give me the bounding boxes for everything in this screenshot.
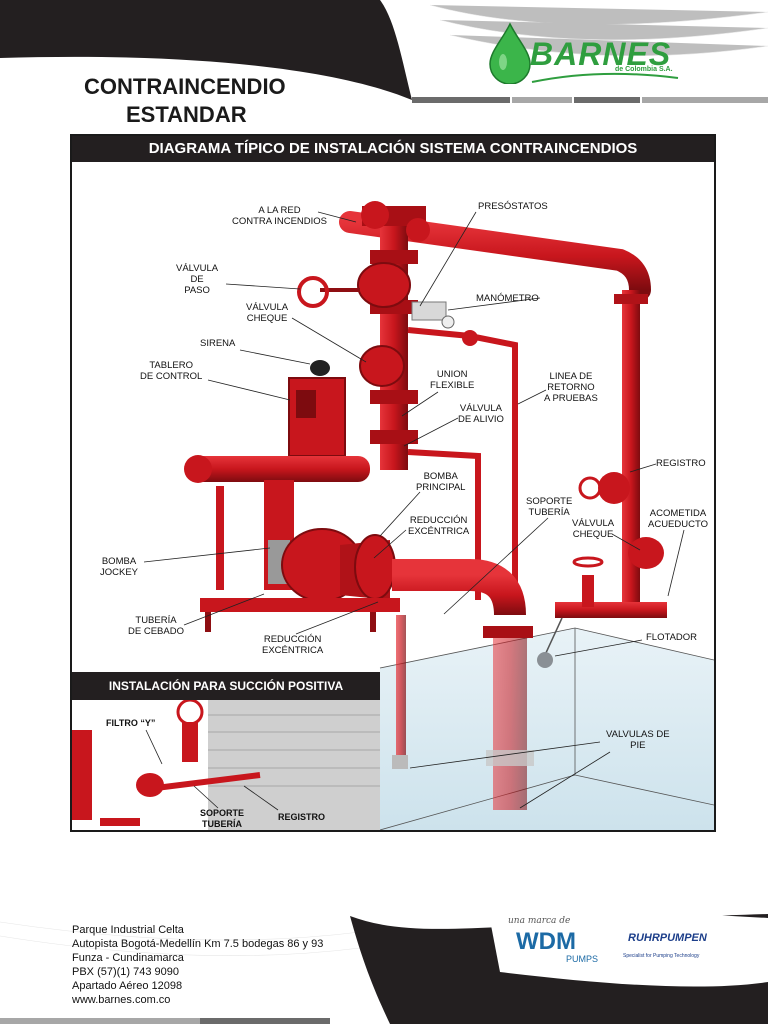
gate-valve: [357, 262, 411, 308]
foot-valve-jockey: [392, 755, 408, 769]
diagram-banner: DIAGRAMA TÍPICO DE INSTALACIÓN SISTEMA C…: [72, 136, 714, 162]
flange: [614, 294, 648, 304]
return-line-pipe: [407, 327, 518, 590]
label-presostatos: PRESÓSTATOS: [478, 201, 548, 212]
brand-name: BARNES: [530, 36, 672, 72]
suction-pipe-jockey: [396, 615, 406, 755]
inset-positive-suction: [72, 698, 380, 830]
label-filtro-y: FILTRO “Y”: [106, 718, 156, 728]
brand-subtitle: de Colombia S.A.: [615, 66, 673, 73]
aqueduct-pipe: [555, 602, 667, 618]
una-marca-label: una marca de: [508, 916, 571, 926]
gauge: [441, 315, 455, 329]
suction-pipe-main: [493, 632, 527, 810]
siren: [310, 360, 330, 376]
label-inset-registro: REGISTRO: [278, 812, 326, 822]
footer-phone: PBX (57)(1) 743 9090: [72, 966, 180, 978]
header-background: [0, 0, 768, 130]
footer-address-line2: Autopista Bogotá-Medellín Km 7.5 bodegas…: [72, 938, 324, 950]
label-sirena: SIRENA: [200, 338, 236, 349]
handwheel: [297, 276, 329, 308]
page-title-line1: CONTRAINCENDIO: [84, 74, 286, 99]
drop-logo-icon: [489, 22, 531, 84]
brand-swoosh-icon: [531, 72, 679, 83]
pump-base: [200, 598, 400, 612]
page-title-line2: ESTANDAR: [126, 102, 247, 127]
horizontal-pipe-left: [190, 456, 370, 482]
foot-valve-main: [486, 750, 534, 766]
riser-right-pipe: [622, 290, 640, 610]
label-registro: REGISTRO: [656, 458, 706, 469]
inset-banner: INSTALACIÓN PARA SUCCIÓN POSITIVA: [72, 672, 380, 700]
ruhrpumpen-tagline: Specialist for Pumping Technology: [623, 953, 700, 959]
footer-po-box: Apartado Aéreo 12098: [72, 980, 183, 992]
main-header-pipe: [339, 211, 651, 301]
check-valve: [359, 345, 405, 387]
pressure-switch: [411, 301, 447, 321]
footer-background: [0, 912, 768, 1024]
footer-address-line1: Parque Industrial Celta: [72, 924, 184, 936]
label-flotador: FLOTADOR: [646, 632, 698, 643]
label-manometro: MANÓMETRO: [476, 293, 539, 304]
suction-elbow-pipe: [392, 559, 526, 616]
float: [537, 652, 553, 668]
wdm-pumps-label: PUMPS: [566, 954, 599, 964]
footer-website[interactable]: www.barnes.com.co: [72, 994, 171, 1006]
ruhrpumpen-logo: RUHRPUMPEN: [628, 932, 707, 944]
footer-address-line3: Funza - Cundinamarca: [72, 952, 184, 964]
installation-diagram: [72, 201, 714, 830]
wdm-logo: WDM: [516, 928, 576, 955]
